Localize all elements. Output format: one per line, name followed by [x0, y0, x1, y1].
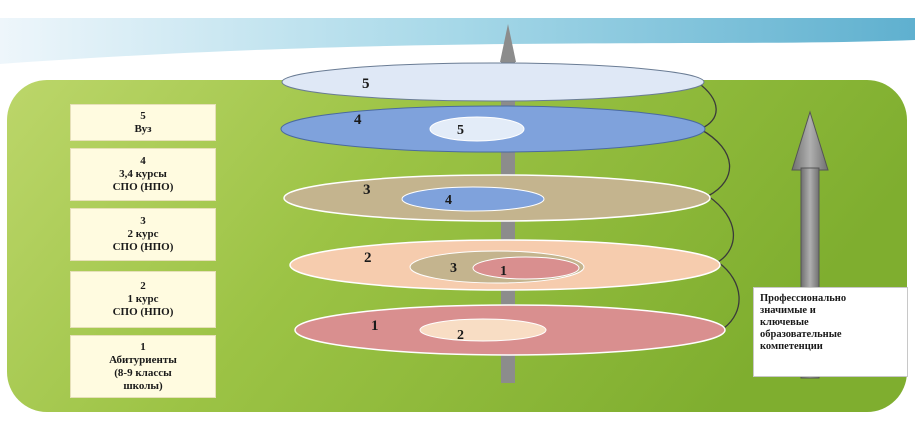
inner-disc-2-number: 2	[457, 328, 464, 343]
central-axis-arrow	[500, 24, 516, 62]
level-label-1: 1 Абитуриенты (8-9 классы школы)	[70, 335, 216, 398]
level-label-3: 3 2 курс СПО (НПО)	[70, 208, 216, 261]
spiral-connector	[696, 81, 740, 329]
inner-disc-5-number: 5	[457, 123, 464, 138]
inner-disc-5	[429, 116, 525, 142]
inner-disc-4-number: 4	[445, 193, 452, 208]
competence-note: Профессионально значимые и ключевые обра…	[753, 287, 908, 377]
inner-disc-4	[401, 186, 545, 212]
disc-5	[281, 62, 705, 102]
disc-2-number: 2	[364, 250, 372, 266]
disc-4-number: 4	[354, 112, 362, 128]
level-label-4: 4 3,4 курсы СПО (НПО)	[70, 148, 216, 201]
level-label-5: 5 Вуз	[70, 104, 216, 141]
level-label-2: 2 1 курс СПО (НПО)	[70, 271, 216, 328]
disc-3-number: 3	[363, 182, 371, 198]
inner-disc-3-number: 3	[450, 261, 457, 276]
inner-disc-1-number: 1	[500, 264, 507, 279]
header-swoosh	[0, 18, 915, 64]
header-swoosh-line	[0, 40, 915, 72]
inner-disc-2	[419, 318, 547, 342]
disc-5-number: 5	[362, 76, 370, 92]
disc-1-number: 1	[371, 318, 379, 334]
inner-disc-1	[472, 256, 580, 280]
